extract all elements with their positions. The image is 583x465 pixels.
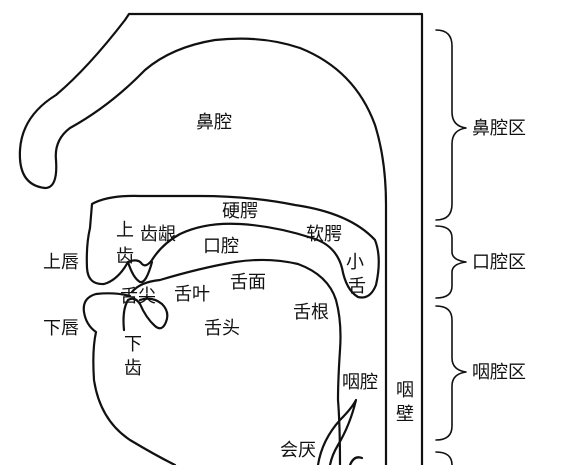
lower-jaw-outline [82, 292, 177, 465]
label-uvula-1: 小 [346, 252, 364, 272]
pharyngeal-region-brace [435, 305, 467, 441]
label-oral-cavity: 口腔 [203, 236, 239, 256]
region-label-nasal: 鼻腔区 [472, 118, 526, 138]
larynx-outline [348, 456, 364, 465]
label-pharynx-wall-1: 咽 [396, 380, 414, 400]
label-epiglottis: 会厌 [280, 440, 316, 460]
label-uvula-2: 舌 [348, 276, 366, 296]
label-alveolar-ridge: 齿龈 [140, 224, 176, 244]
label-tongue-front: 舌面 [230, 272, 266, 292]
label-pharynx: 咽腔 [342, 372, 378, 392]
region-label-pharyngeal: 咽腔区 [472, 362, 526, 382]
label-upper-teeth-1: 上 [116, 220, 134, 240]
upper-tooth-outline [126, 260, 154, 284]
label-pharynx-wall-2: 壁 [396, 404, 414, 424]
label-tongue-tip: 舌尖 [120, 286, 156, 306]
label-lower-teeth-2: 齿 [124, 358, 142, 378]
label-tongue-body: 舌头 [204, 318, 240, 338]
label-soft-palate: 软腭 [306, 224, 342, 244]
label-tongue-blade: 舌叶 [174, 284, 210, 304]
epiglottis-outline [316, 398, 358, 465]
lower-region-brace [435, 451, 453, 465]
region-label-oral: 口腔区 [472, 252, 526, 272]
label-upper-teeth-2: 齿 [116, 246, 134, 266]
label-lower-lip: 下唇 [43, 318, 79, 338]
label-upper-lip: 上唇 [43, 252, 79, 272]
nasal-region-brace [435, 29, 467, 221]
label-nasal-cavity: 鼻腔 [196, 112, 232, 132]
label-lower-teeth-1: 下 [124, 334, 142, 354]
upper-jaw-outline [85, 194, 380, 299]
tongue-outline [130, 258, 342, 465]
head-outline [18, 12, 424, 465]
oral-region-brace [435, 225, 467, 299]
label-tongue-root: 舌根 [293, 302, 329, 322]
lower-tooth-outline [122, 297, 169, 332]
label-hard-palate: 硬腭 [222, 201, 258, 221]
